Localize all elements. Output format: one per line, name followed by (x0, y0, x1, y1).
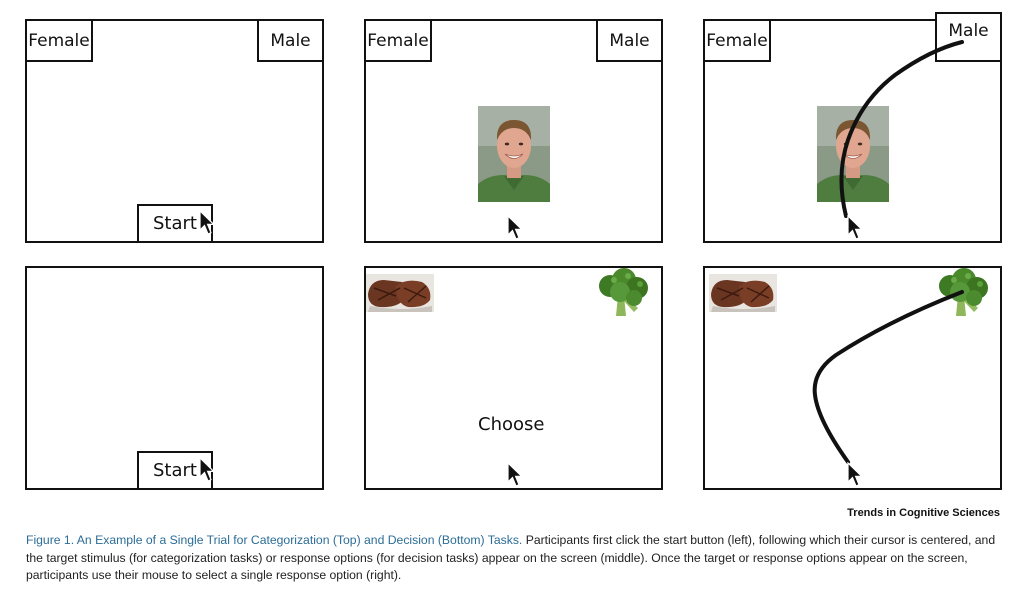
response-option-female[interactable]: Female (703, 19, 771, 62)
response-option-male[interactable]: Male (257, 19, 324, 62)
mouse-cursor-icon (507, 215, 523, 241)
mouse-cursor-icon (199, 457, 215, 483)
choose-prompt: Choose (478, 414, 545, 435)
figure-caption: Figure 1. An Example of a Single Trial f… (26, 532, 1006, 585)
mouse-cursor-icon (847, 215, 863, 241)
steak-option-image[interactable] (709, 274, 777, 312)
broccoli-option-image[interactable] (934, 268, 990, 318)
response-option-male[interactable]: Male (935, 12, 1002, 62)
broccoli-option-image[interactable] (594, 268, 650, 318)
steak-option-image[interactable] (366, 274, 434, 312)
mouse-cursor-icon (507, 462, 523, 488)
response-option-female[interactable]: Female (364, 19, 432, 62)
response-option-female[interactable]: Female (25, 19, 93, 62)
response-option-male[interactable]: Male (596, 19, 663, 62)
mouse-cursor-icon (199, 210, 215, 236)
caption-body: Participants first click the start butto… (26, 533, 996, 582)
face-stimulus-image (478, 106, 550, 202)
journal-credit: Trends in Cognitive Sciences (847, 507, 1000, 519)
caption-title: Figure 1. An Example of a Single Trial f… (26, 533, 523, 547)
mouse-cursor-icon (847, 462, 863, 488)
face-stimulus-image (817, 106, 889, 202)
